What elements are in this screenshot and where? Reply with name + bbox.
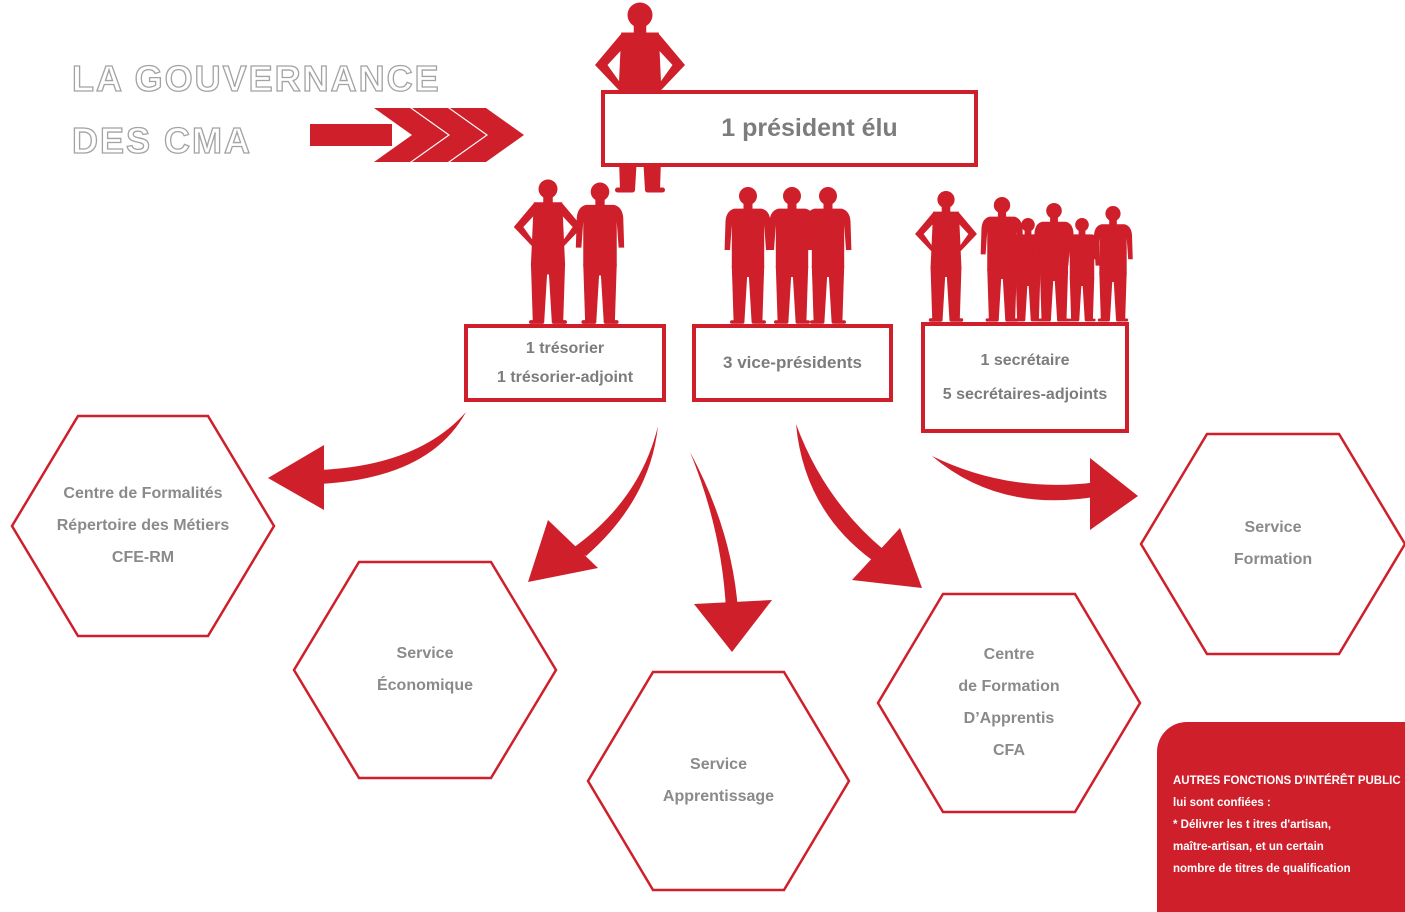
note-line: maître-artisan, et un certain (1173, 841, 1324, 853)
service-economique: Service Économique (294, 562, 556, 778)
officer-line: 3 vice-présidents (723, 353, 862, 372)
person-silhouette (768, 187, 816, 324)
other-functions-note: AUTRES FONCTIONS D'INTÉRÊT PUBLIC lui so… (1157, 722, 1405, 912)
curved-arrow-icon (528, 426, 658, 582)
officer-line: 5 secrétaires-adjoints (942, 385, 1108, 403)
connector-arrows (268, 412, 1138, 652)
service-line: Répertoire des Métiers (56, 517, 230, 534)
note-line: * Délivrer les t itres d'artisan, (1173, 819, 1332, 831)
arrow-shaft (310, 124, 392, 146)
service-line: Service (1244, 519, 1302, 536)
person-silhouette (804, 187, 852, 324)
service-line: Centre de Formalités (63, 485, 223, 502)
secretary-box: 1 secrétaire 5 secrétaires-adjoints (921, 322, 1129, 433)
page-title-line2: DES CMA (71, 119, 253, 161)
service-line: Service (690, 756, 747, 773)
service-line: Formation (1233, 551, 1313, 568)
curved-arrow-icon (932, 456, 1138, 530)
person-silhouette (575, 182, 625, 324)
arrow-chevron (412, 108, 486, 162)
president-label: 1 président élu (721, 114, 898, 142)
curved-arrow-icon (796, 424, 922, 588)
page-title-line1: LA GOUVERNANCE (71, 57, 441, 99)
hexagon-service-formation (1139, 432, 1405, 656)
arrow-chevron (374, 108, 448, 162)
service-line: CFE-RM (111, 549, 175, 566)
service-line: D’Apprentis (963, 710, 1055, 727)
note-line: nombre de titres de qualification (1173, 863, 1351, 875)
president-box: 1 président élu (601, 90, 978, 167)
service-cfe-rm: Centre de Formalités Répertoire des Méti… (12, 416, 274, 636)
hexagon-cfa (876, 592, 1142, 814)
service-line: Économique (376, 677, 473, 694)
person-silhouette (915, 191, 977, 322)
treasurer-box: 1 trésorier 1 trésorier-adjoint (464, 324, 666, 402)
service-apprentissage: Service Apprentissage (588, 672, 849, 890)
curved-arrow-icon (268, 412, 466, 510)
note-line: lui sont confiées : (1173, 797, 1271, 809)
hexagon-service-economique (292, 560, 558, 780)
arrow-chevron (450, 108, 524, 162)
officer-line: 1 secrétaire (980, 351, 1070, 369)
curved-arrow-icon (690, 452, 772, 652)
hexagon-service-apprentissage (586, 670, 851, 892)
officer-line: 1 trésorier-adjoint (496, 369, 634, 386)
officer-line: 1 trésorier (525, 340, 605, 357)
service-cfa: Centre de Formation D’Apprentis CFA (878, 594, 1140, 812)
service-line: de Formation (958, 678, 1060, 695)
service-line: CFA (993, 742, 1025, 759)
service-line: Centre (983, 646, 1035, 663)
person-silhouette (513, 179, 583, 324)
service-hexagons (10, 414, 1405, 892)
service-formation: Service Formation (1141, 434, 1405, 654)
service-line: Apprentissage (662, 788, 775, 805)
hexagon-cfe-rm (10, 414, 276, 638)
person-silhouette (724, 187, 772, 324)
note-line: AUTRES FONCTIONS D'INTÉRÊT PUBLIC (1173, 775, 1401, 787)
vice-presidents-box: 3 vice-présidents (692, 324, 893, 402)
title-arrow-icon (310, 108, 524, 162)
service-line: Service (396, 645, 454, 662)
